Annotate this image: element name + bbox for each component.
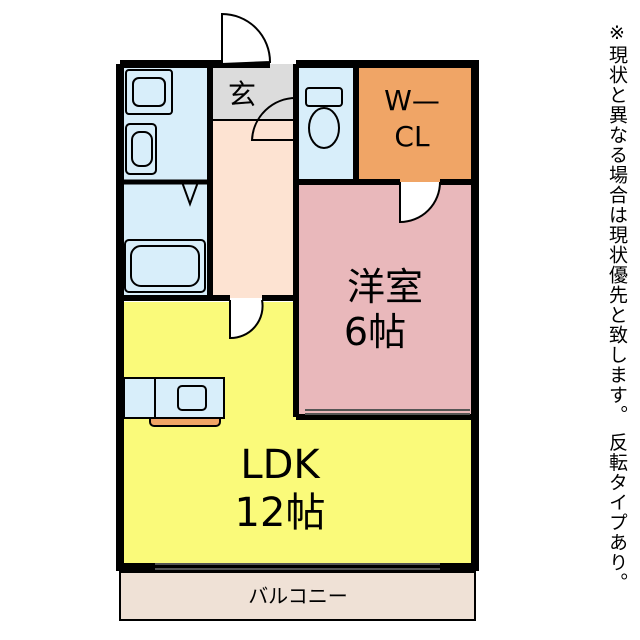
washer-icon	[125, 123, 157, 175]
kitchen-sink-icon	[123, 377, 225, 427]
balcony-label: バルコニー	[248, 584, 348, 608]
balcony-floor	[120, 572, 475, 620]
washbasin-icon	[125, 69, 173, 115]
bathtub-icon	[124, 239, 206, 293]
balcony-railing	[119, 571, 476, 621]
disclaimer-note: ※現状と異なる場合は現状優先と致します。 反転タイプあり。	[606, 22, 628, 593]
hallway-floor	[210, 120, 296, 298]
entrance-label: 玄	[228, 78, 256, 111]
ldk-label: LDK	[240, 442, 321, 488]
door-swing-icon	[181, 12, 441, 340]
toilet-icon	[305, 87, 343, 149]
ldk-size: 12帖	[235, 490, 326, 536]
western-room-size: 6帖	[344, 310, 406, 354]
windows	[155, 409, 470, 570]
walk-in-closet-label-line1: W—	[384, 84, 440, 117]
entrance-floor	[210, 64, 296, 120]
walk-in-closet-label-line2: CL	[394, 120, 430, 153]
walk-in-closet-floor	[356, 64, 472, 182]
western-room-label: 洋室	[347, 265, 423, 309]
western-room-floor	[296, 182, 472, 417]
